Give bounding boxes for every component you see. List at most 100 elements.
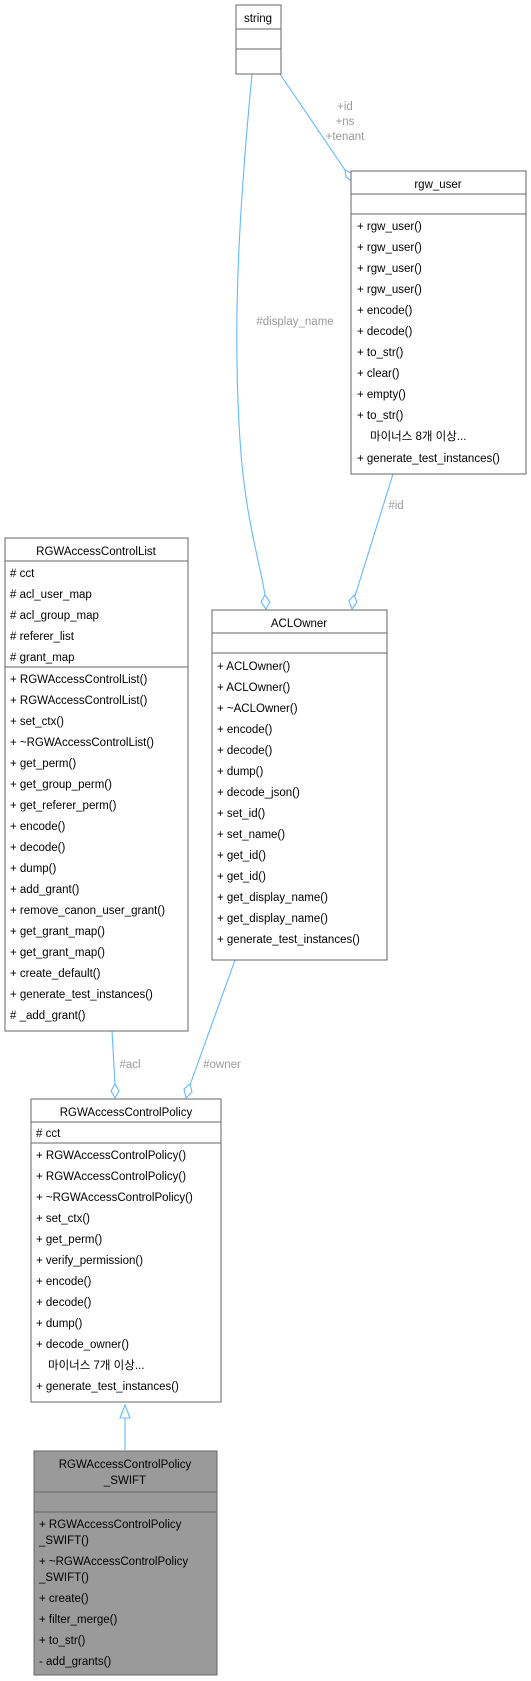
method: + get_grant_map() (10, 947, 105, 959)
attribute: # cct (10, 568, 35, 580)
method: + ~ACLOwner() (217, 703, 298, 715)
method: + get_grant_map() (10, 926, 105, 938)
method: + ACLOwner() (217, 682, 290, 694)
method: + filter_merge() (39, 1614, 117, 1626)
method: + encode() (357, 305, 412, 317)
method: + verify_permission() (36, 1255, 143, 1267)
aggregation-diamond-policy-owner (183, 1083, 193, 1100)
edge-label-acl: #acl (119, 1059, 140, 1071)
class-rgw-access-control-policy-swift[interactable]: RGWAccessControlPolicy _SWIFT + RGWAcces… (33, 1450, 218, 1676)
attribute: # acl_user_map (10, 589, 92, 601)
method: + get_perm() (36, 1234, 102, 1246)
more-methods: 마이너스 8개 이상... (370, 430, 466, 443)
method: + set_id() (217, 808, 265, 820)
method: # _add_grant() (10, 1010, 86, 1022)
method: + rgw_user() (357, 242, 422, 254)
method: + decode_json() (217, 787, 300, 799)
method: + ~RGWAccessControlPolicy (39, 1556, 188, 1568)
edge-label-tenant: +tenant (326, 131, 365, 143)
aggregation-diamond-policy-acl (110, 1082, 120, 1100)
method: + set_ctx() (36, 1213, 90, 1225)
method: + encode() (217, 724, 272, 736)
method: + set_ctx() (10, 716, 64, 728)
class-title: RGWAccessControlList (36, 546, 157, 558)
class-rgw-access-control-policy[interactable]: RGWAccessControlPolicy # cct + RGWAccess… (30, 1098, 222, 1403)
class-title: RGWAccessControlPolicy (60, 1107, 193, 1119)
class-acl-owner[interactable]: ACLOwner + ACLOwner() + ACLOwner() + ~AC… (211, 609, 388, 961)
more-methods: 마이너스 7개 이상... (48, 1359, 144, 1372)
aggregation-diamond-acl-owner-display (260, 593, 271, 611)
class-title-line-2: _SWIFT (103, 1475, 146, 1487)
method: + generate_test_instances() (36, 1381, 179, 1393)
method: + generate_test_instances() (357, 453, 500, 465)
class-title-line-1: RGWAccessControlPolicy (59, 1459, 192, 1471)
class-rgw-user[interactable]: rgw_user + rgw_user() + rgw_user() + rgw… (350, 170, 527, 475)
method: - add_grants() (39, 1656, 111, 1668)
method: + decode_owner() (36, 1339, 129, 1351)
inheritance-triangle (119, 1403, 131, 1419)
method: + decode() (357, 326, 412, 338)
method: + add_grant() (10, 884, 80, 896)
method: + generate_test_instances() (10, 989, 153, 1001)
class-string[interactable]: string (235, 4, 282, 75)
method: + dump() (217, 766, 264, 778)
method: + get_group_perm() (10, 779, 112, 791)
class-title: string (244, 13, 272, 25)
method-cont: _SWIFT() (38, 1572, 89, 1584)
edges: +id +ns +tenant #display_name #id #acl #… (110, 73, 404, 1450)
edge-label-ns: +ns (336, 116, 355, 128)
attribute: # referer_list (10, 631, 75, 643)
method: + create_default() (10, 968, 101, 980)
method: + create() (39, 1593, 89, 1605)
edge-label-display-name: #display_name (256, 316, 333, 328)
method: + ~RGWAccessControlList() (10, 737, 154, 749)
method-cont: _SWIFT() (38, 1535, 89, 1547)
attribute: # cct (36, 1128, 61, 1140)
method: + to_str() (39, 1635, 86, 1647)
method: + get_perm() (10, 758, 76, 770)
method: + RGWAccessControlPolicy() (36, 1171, 186, 1183)
method: + encode() (10, 821, 65, 833)
class-title: rgw_user (414, 179, 461, 191)
method: + decode() (217, 745, 272, 757)
method: + ACLOwner() (217, 661, 290, 673)
method: + get_display_name() (217, 892, 328, 904)
edge-string-rgw-user (279, 73, 348, 174)
edge-label-owner: #owner (203, 1059, 241, 1071)
method: + generate_test_instances() (217, 934, 360, 946)
method: + RGWAccessControlList() (10, 695, 147, 707)
aggregation-diamond-acl-owner-id (348, 593, 358, 611)
method: + dump() (36, 1318, 83, 1330)
method: + encode() (36, 1276, 91, 1288)
method: + RGWAccessControlList() (10, 674, 147, 686)
method: + get_referer_perm() (10, 800, 117, 812)
class-title: ACLOwner (271, 618, 327, 630)
edge-label-id: +id (337, 101, 353, 113)
method: + rgw_user() (357, 263, 422, 275)
method: + RGWAccessControlPolicy (39, 1519, 182, 1531)
method: + empty() (357, 389, 406, 401)
edge-string-acl-owner (236, 73, 266, 597)
attribute: # acl_group_map (10, 610, 99, 622)
method: + ~RGWAccessControlPolicy() (36, 1192, 193, 1204)
method: + clear() (357, 368, 400, 380)
edge-owner-policy (189, 959, 236, 1086)
method: + get_id() (217, 850, 266, 862)
method: + decode() (36, 1297, 91, 1309)
method: + set_name() (217, 829, 285, 841)
method: + get_id() (217, 871, 266, 883)
class-rgw-access-control-list[interactable]: RGWAccessControlList # cct # acl_user_ma… (4, 537, 189, 1032)
method: + decode() (10, 842, 65, 854)
method: + remove_canon_user_grant() (10, 905, 165, 917)
edge-label-id-owner: #id (388, 500, 403, 512)
attribute: # grant_map (10, 652, 75, 664)
method: + get_display_name() (217, 913, 328, 925)
method: + to_str() (357, 347, 404, 359)
method: + rgw_user() (357, 284, 422, 296)
method: + dump() (10, 863, 57, 875)
method: + to_str() (357, 410, 404, 422)
method: + rgw_user() (357, 221, 422, 233)
edge-acl-policy (111, 1030, 116, 1086)
method: + RGWAccessControlPolicy() (36, 1150, 186, 1162)
